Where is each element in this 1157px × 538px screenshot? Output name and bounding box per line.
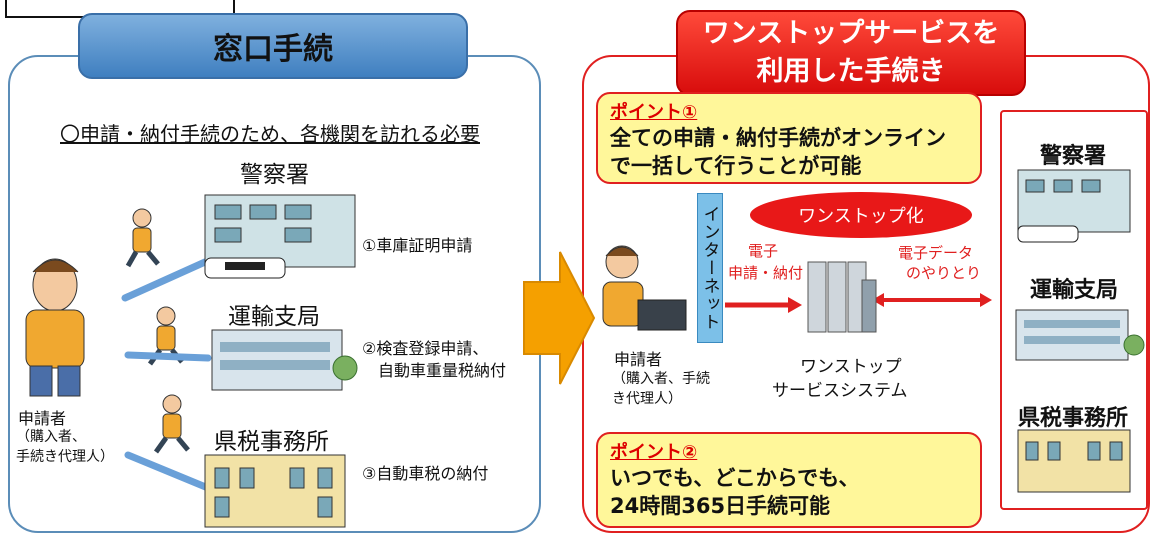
right-applicant-label: 申請者 (614, 350, 663, 369)
step-garage-certificate: ①車庫証明申請 (362, 236, 473, 255)
agency-transport-label: 運輸支局 (1030, 278, 1119, 303)
running-figure-3 (153, 394, 190, 454)
e-payment-label-2: 申請・納付 (728, 264, 804, 282)
e-data-label-2: のやりとり (906, 264, 982, 282)
agency-police-label: 警察署 (1040, 144, 1107, 169)
point-1-label: ポイント① (610, 102, 698, 123)
step-weight-tax: 自動車重量税納付 (378, 361, 507, 380)
office-police-label: 警察署 (240, 162, 309, 188)
agency-tax-label: 県税事務所 (1018, 406, 1129, 431)
right-applicant-note-1: （購入者、手続 (612, 371, 710, 387)
requirement-text: 〇申請・納付手続のため、各機関を訪れる必要 (60, 122, 480, 146)
counter-procedure-panel (8, 55, 541, 533)
right-applicant-note-2: き代理人） (612, 391, 682, 407)
internet-label: インターネット (699, 205, 720, 331)
running-figure-1 (125, 208, 160, 268)
e-payment-label-1: 電子 (748, 242, 779, 260)
agencies-column (1000, 110, 1148, 510)
point-2-label: ポイント② (610, 442, 698, 463)
left-applicant-note-1: （購入者、 (16, 429, 86, 445)
point-2-line-1: いつでも、どこからでも、 (610, 466, 860, 490)
point-2-line-2: 24時間365日手続可能 (610, 494, 831, 518)
point-1-line-2: で一括して行うことが可能 (610, 154, 862, 178)
police-building-right (1017, 169, 1131, 243)
transport-building-right (1015, 309, 1145, 361)
left-applicant-note-2: 手続き代理人） (16, 449, 114, 465)
tax-building-left (204, 454, 346, 528)
one-stop-header: ワンストップサービスを利用した手続き (676, 10, 1026, 96)
step-inspection-registration: ②検査登録申請、 (362, 339, 489, 358)
point-1-line-1: 全ての申請・納付手続がオンライン (610, 126, 946, 150)
left-arrows (121, 258, 212, 492)
right-applicant-figure (602, 245, 687, 331)
transition-arrow (523, 251, 596, 385)
counter-procedure-header: 窓口手続 (78, 13, 468, 79)
e-payment-arrow (725, 297, 802, 313)
police-building-left (204, 194, 356, 279)
one-stop-badge: ワンストップ化 (750, 192, 972, 238)
left-applicant-label: 申請者 (18, 409, 67, 428)
transport-building-left (211, 329, 358, 391)
left-applicant-figure (25, 258, 85, 397)
office-transport-label: 運輸支局 (228, 304, 320, 330)
system-label-2: サービスシステム (772, 381, 908, 401)
internet-bar: インターネット (697, 193, 723, 343)
point-2-box: ポイント② いつでも、どこからでも、 24時間365日手続可能 (596, 432, 982, 528)
e-data-arrow (872, 293, 992, 307)
system-label-1: ワンストップ (800, 357, 902, 377)
tax-building-right (1017, 429, 1131, 493)
step-auto-tax: ③自動車税の納付 (362, 464, 489, 483)
server-system-icon (807, 261, 877, 333)
e-data-label-1: 電子データ (898, 244, 974, 262)
point-1-box: ポイント① 全ての申請・納付手続がオンライン で一括して行うことが可能 (596, 92, 982, 184)
office-tax-label: 県税事務所 (214, 429, 329, 455)
